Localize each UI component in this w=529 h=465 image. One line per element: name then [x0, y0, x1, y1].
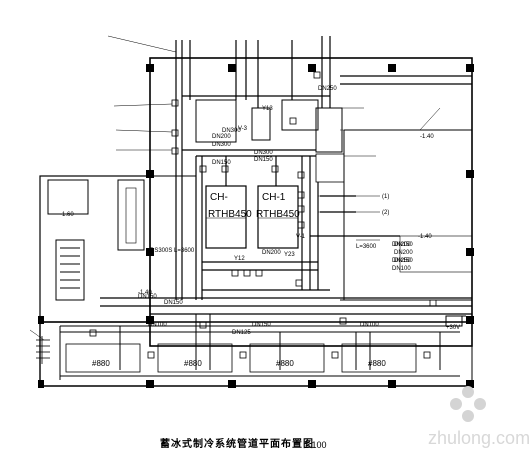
- chiller-1-model: RTHB450: [208, 209, 252, 220]
- ice-tank-4: [341, 343, 417, 373]
- ice-tank-3: [249, 343, 325, 373]
- elevation: -1.40: [138, 290, 152, 296]
- valve-tag: Y13: [262, 106, 273, 112]
- valve-tag: Y12: [234, 256, 245, 262]
- pipe-size: DN250: [318, 86, 337, 92]
- columns: [38, 64, 474, 388]
- pipe-size: DN150: [212, 160, 231, 166]
- pipe-size: DN200: [392, 242, 411, 248]
- valve-tag: V-3: [238, 126, 248, 132]
- ice-tank-2: [157, 343, 233, 373]
- building-outline: [149, 57, 473, 347]
- valve-symbols: [89, 71, 437, 359]
- tag-1: (1): [382, 194, 390, 200]
- pipe-size: DN150: [164, 300, 183, 306]
- ice-tank-2-label: #880: [184, 359, 202, 368]
- elevation: -1.40: [420, 134, 434, 140]
- length-note: L=3600: [356, 244, 377, 250]
- watermark-logo: [448, 384, 488, 429]
- chiller-2-model: RTHB450: [256, 209, 300, 220]
- pipe-size: DN100: [392, 266, 411, 272]
- pipe-size: DN200: [212, 134, 231, 140]
- valve-tag: Y23: [284, 252, 295, 258]
- pipe-size: DN200: [394, 250, 413, 256]
- ice-tank-1: [65, 343, 141, 373]
- main-piping: [100, 36, 472, 315]
- pipe-size: DN100: [360, 322, 379, 328]
- pipe-size: DN150: [254, 157, 273, 163]
- drawing-title: 蓄冰式制冷系统管道平面布置图: [160, 439, 314, 450]
- pipe-size: DN200: [262, 250, 281, 256]
- chiller-2-tag: CH-1: [262, 192, 286, 203]
- manifold: [36, 336, 50, 364]
- chiller-2: [257, 185, 299, 249]
- valve-tag: V-1: [296, 234, 306, 240]
- pipe-size: DN300: [222, 128, 241, 134]
- pipe-size: DN250: [392, 258, 411, 264]
- pipe-size: DN150: [394, 242, 413, 248]
- chiller-1-tag: CH-: [210, 192, 228, 203]
- elevation: -1.60: [60, 212, 74, 218]
- stair: [60, 247, 80, 289]
- ice-tank-3-label: #880: [276, 359, 294, 368]
- pipe-size: DN150: [394, 258, 413, 264]
- pipe-size: DN300: [212, 142, 231, 148]
- pipe-size: DN125: [232, 330, 251, 336]
- drawing-scale: 1:100: [304, 440, 327, 450]
- size-note: +30V: [446, 325, 461, 331]
- pipe-size: DN100: [148, 322, 167, 328]
- tag-2: (2): [382, 210, 390, 216]
- leaders: [29, 35, 441, 341]
- ice-tank-piping: [59, 314, 466, 380]
- watermark-text: zhulong.com: [428, 428, 529, 448]
- ice-tank-1-label: #880: [92, 359, 110, 368]
- pump-note: DS300S L=3600: [150, 248, 195, 254]
- pipe-size: DN150: [138, 294, 157, 300]
- elevation: -1.40: [418, 234, 432, 240]
- pipe-size: DN300: [254, 150, 273, 156]
- pipe-size: DN150: [252, 322, 271, 328]
- ice-tank-4-label: #880: [368, 359, 386, 368]
